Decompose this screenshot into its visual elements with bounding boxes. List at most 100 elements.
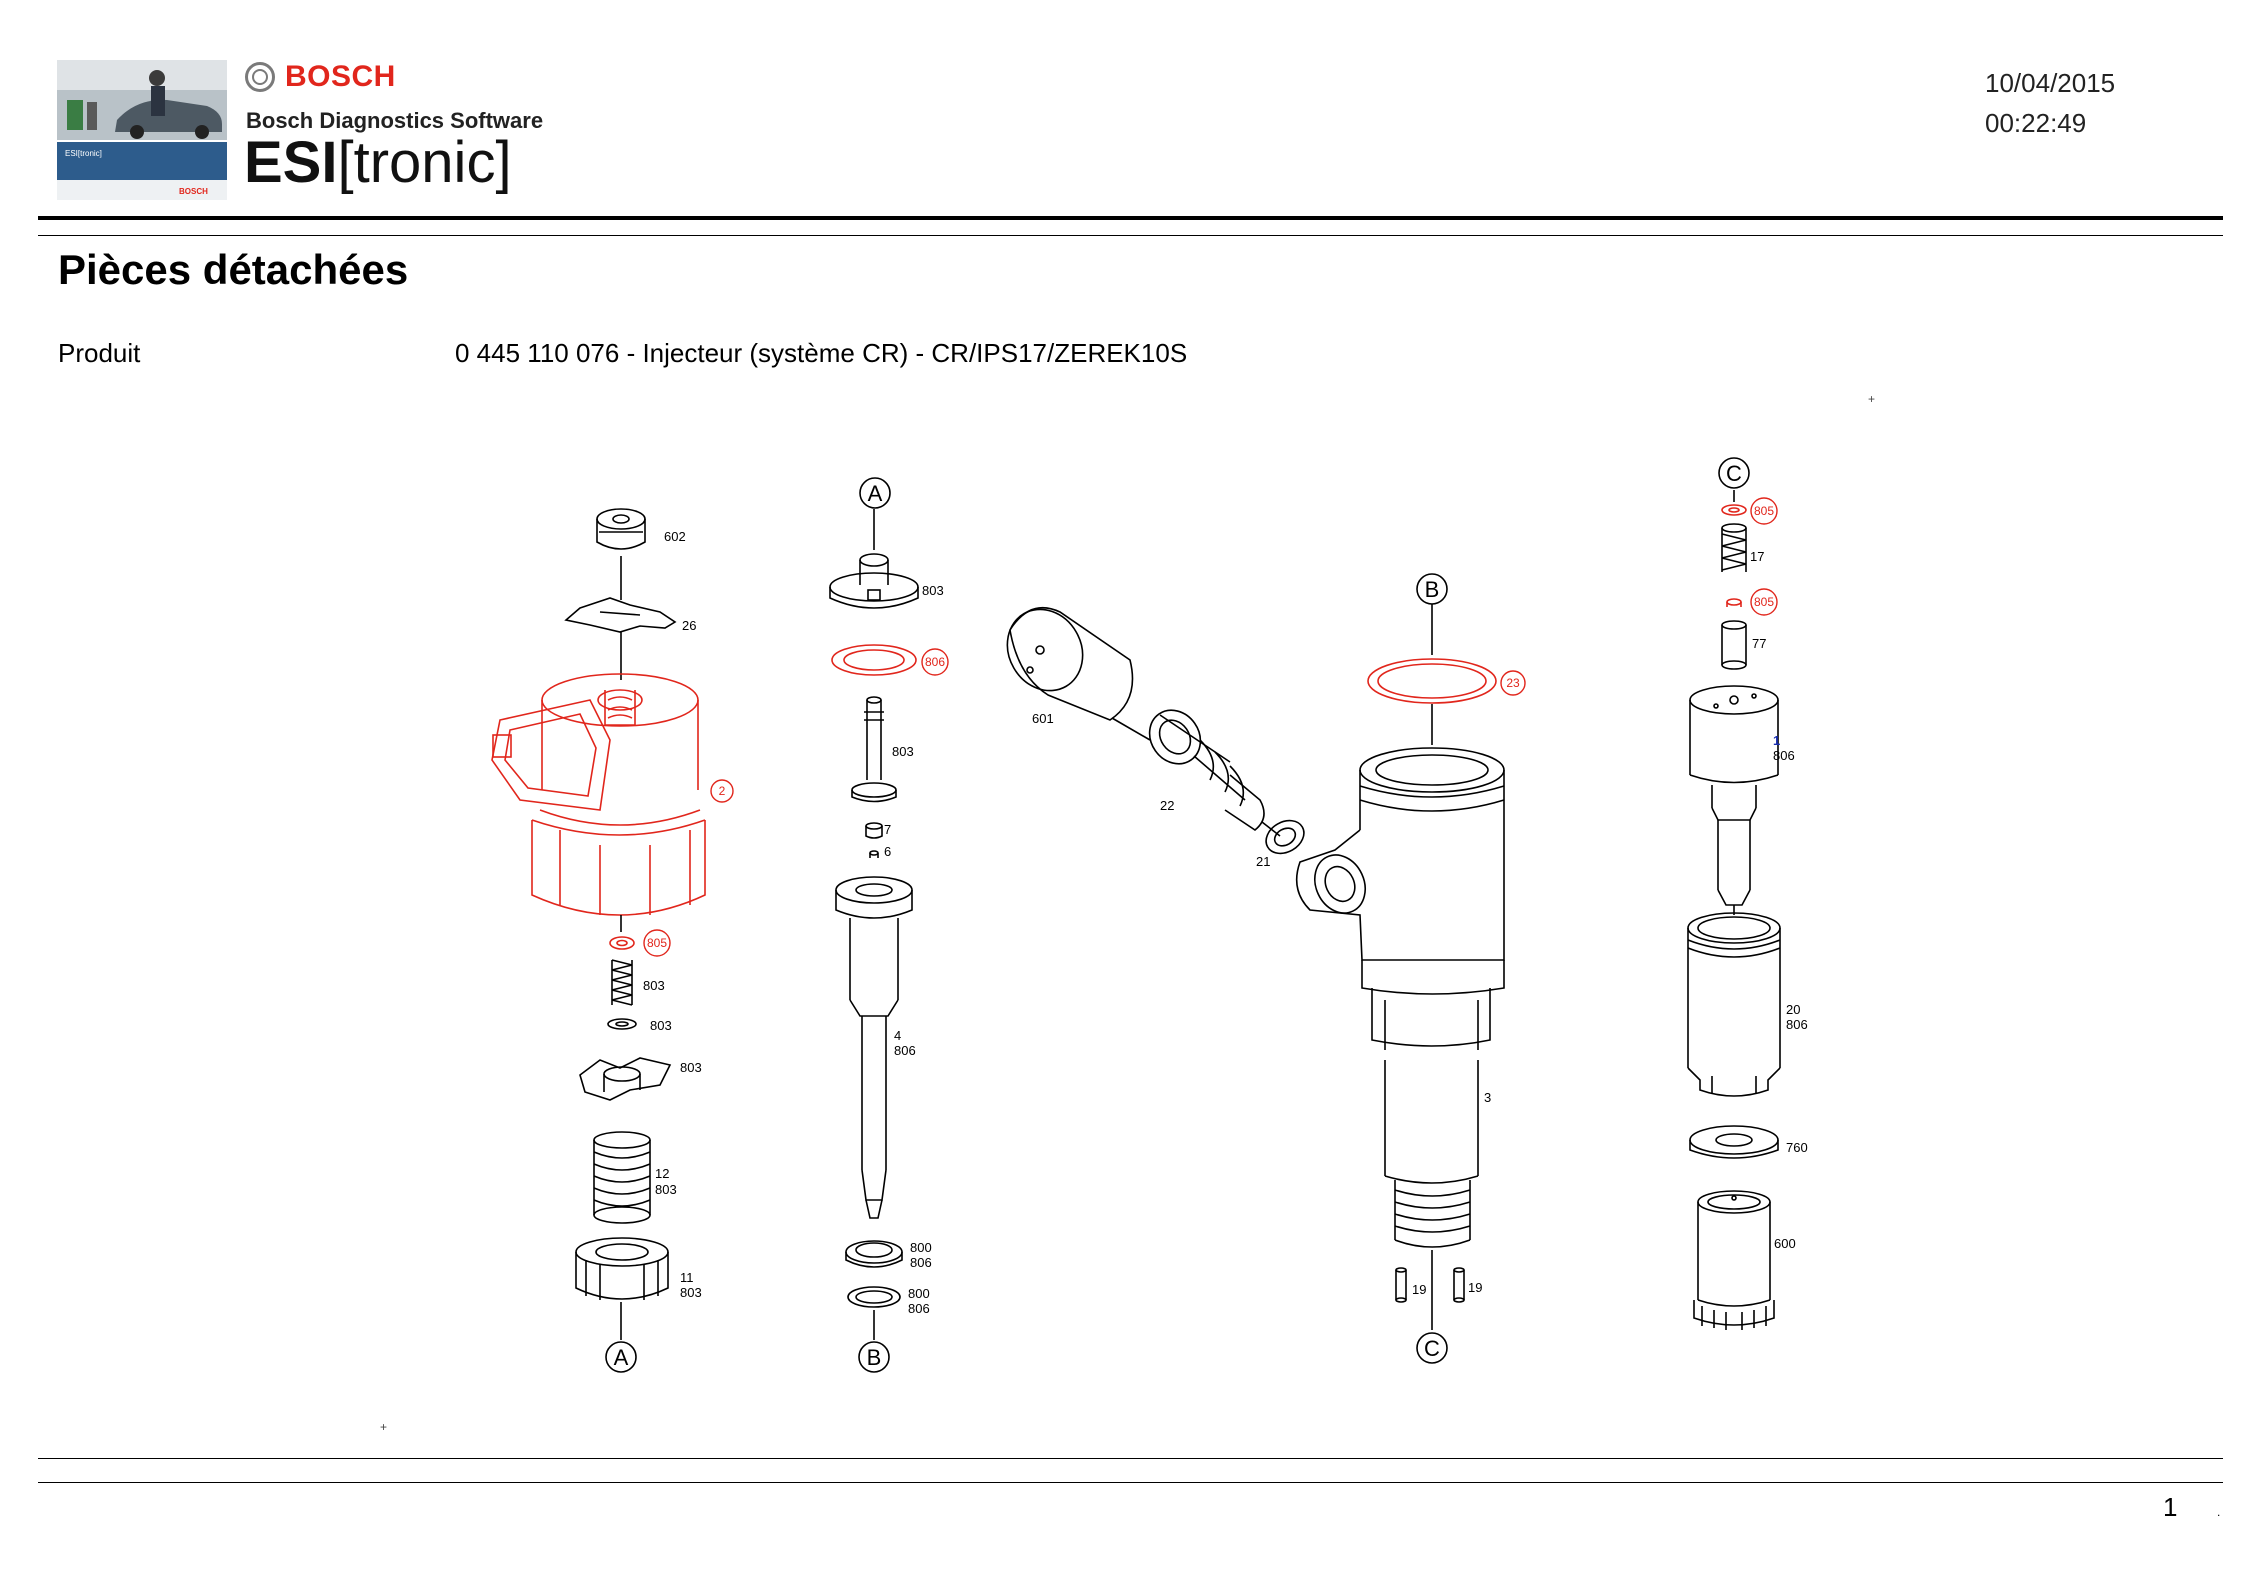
callout-12: 12	[655, 1166, 669, 1181]
callout-806-f: 806	[1786, 1017, 1808, 1032]
part-600-sleeve	[1693, 1190, 1775, 1330]
top-marker: +	[1868, 392, 1876, 406]
section-marker-c-top: C	[1726, 461, 1742, 486]
part-4-nozzle-needle	[835, 876, 913, 1219]
callout-19-b: 19	[1468, 1280, 1482, 1295]
callout-4: 4	[894, 1028, 901, 1043]
callout-21: 21	[1256, 854, 1270, 869]
part-800-ring-b	[847, 1286, 901, 1308]
callout-19-a: 19	[1412, 1282, 1426, 1297]
callout-803-b: 803	[650, 1018, 672, 1033]
part-19-pin-b	[1453, 1267, 1465, 1303]
part-22-filter-inlet	[1148, 709, 1281, 837]
part-803-valve-top	[829, 553, 919, 609]
callout-600: 600	[1774, 1236, 1796, 1251]
part-11-nut	[575, 1237, 669, 1300]
callout-805-a: 805	[647, 936, 667, 950]
callout-805-ring: 806	[925, 655, 945, 669]
part-800-ring-a	[845, 1240, 903, 1268]
report-date: 10/04/2015	[1985, 68, 2116, 98]
callout-7: 7	[884, 822, 891, 837]
section-marker-b-bottom: B	[867, 1345, 882, 1370]
product-label: Produit	[58, 338, 141, 368]
callout-601: 601	[1032, 711, 1054, 726]
callout-806-b: 806	[894, 1043, 916, 1058]
product-line-bold: ESI	[244, 130, 338, 195]
callout-803-e: 803	[680, 1285, 702, 1300]
callout-806-c: 806	[910, 1255, 932, 1270]
part-12-spring	[593, 1131, 651, 1224]
part-760-washer	[1689, 1125, 1779, 1159]
header-photo: ESI[tronic] BOSCH	[57, 60, 227, 200]
part-602-nut	[596, 508, 646, 600]
header-rule-thick	[38, 216, 2223, 220]
part-805-shim-b	[1721, 504, 1747, 516]
page-dot: .	[2217, 1505, 2221, 1519]
part-803-spring-a	[607, 959, 637, 1030]
callout-17: 17	[1750, 549, 1764, 564]
footer-rule-top	[38, 1458, 2223, 1459]
part-19-pin-a	[1395, 1267, 1407, 1303]
part-805-ring	[831, 644, 917, 676]
callout-800-a: 800	[910, 1240, 932, 1255]
callout-22: 22	[1160, 798, 1174, 813]
callout-3: 3	[1484, 1090, 1491, 1105]
callout-803-c: 803	[680, 1060, 702, 1075]
report-time: 00:22:49	[1985, 108, 2087, 138]
callout-803-g: 803	[892, 744, 914, 759]
section-marker-a-top: A	[868, 481, 883, 506]
callout-20: 20	[1786, 1002, 1800, 1017]
callout-760: 760	[1786, 1140, 1808, 1155]
callout-806-e: 806	[1773, 748, 1795, 763]
part-17-spring	[1721, 523, 1747, 572]
part-6-pin	[869, 850, 879, 858]
part-805-shim-a	[609, 936, 635, 950]
part-803-armature	[579, 1057, 672, 1101]
part-21-seal	[1265, 819, 1305, 855]
product-line: ESI[tronic]	[244, 134, 512, 192]
callout-806-d: 806	[908, 1301, 930, 1316]
part-7-ball	[865, 822, 883, 839]
callout-803-d: 803	[655, 1182, 677, 1197]
callout-803-f: 803	[922, 583, 944, 598]
page-number: 1	[2163, 1492, 2178, 1522]
callout-77: 77	[1752, 636, 1766, 651]
bosch-logo: BOSCH	[245, 60, 396, 94]
footer-rule-bottom	[38, 1482, 2223, 1483]
bottom-marker: +	[380, 1420, 388, 1434]
part-77-spacer	[1721, 620, 1747, 670]
part-20-nozzle-nut	[1687, 912, 1781, 1097]
callout-11: 11	[680, 1270, 694, 1285]
callout-805-c: 805	[1754, 595, 1774, 609]
section-marker-b-top: B	[1425, 577, 1440, 602]
bosch-armature-icon	[245, 62, 275, 92]
product-value: 0 445 110 076 - Injecteur (système CR) -…	[455, 338, 1188, 368]
header-rule-thin	[38, 235, 2223, 236]
photo-brand: BOSCH	[179, 187, 208, 196]
part-2-magnet-group	[491, 673, 706, 916]
brand-name: BOSCH	[285, 60, 396, 93]
photo-caption: ESI[tronic]	[65, 149, 102, 158]
callout-2: 2	[719, 784, 726, 798]
callout-23: 23	[1506, 676, 1520, 690]
callout-6: 6	[884, 844, 891, 859]
part-1-nozzle	[1689, 685, 1779, 906]
part-805-shim-c	[1726, 598, 1742, 607]
callout-602: 602	[664, 529, 686, 544]
section-marker-c-bottom: C	[1424, 1336, 1440, 1361]
callout-800-b: 800	[908, 1286, 930, 1301]
software-line: Bosch Diagnostics Software	[246, 108, 544, 133]
callout-803-a: 803	[643, 978, 665, 993]
part-23-o-ring	[1367, 658, 1497, 704]
part-803-valve-stem	[851, 696, 897, 803]
callout-805-b: 805	[1754, 504, 1774, 518]
part-3-injector-body	[1295, 747, 1505, 1248]
product-line-rest: [tronic]	[337, 130, 512, 195]
part-26-clip	[564, 597, 677, 680]
callout-1: 1	[1773, 733, 1780, 748]
part-601-cap	[1006, 606, 1151, 741]
page-title: Pièces détachées	[58, 246, 409, 293]
section-marker-a-bottom: A	[614, 1345, 629, 1370]
callout-26: 26	[682, 618, 696, 633]
